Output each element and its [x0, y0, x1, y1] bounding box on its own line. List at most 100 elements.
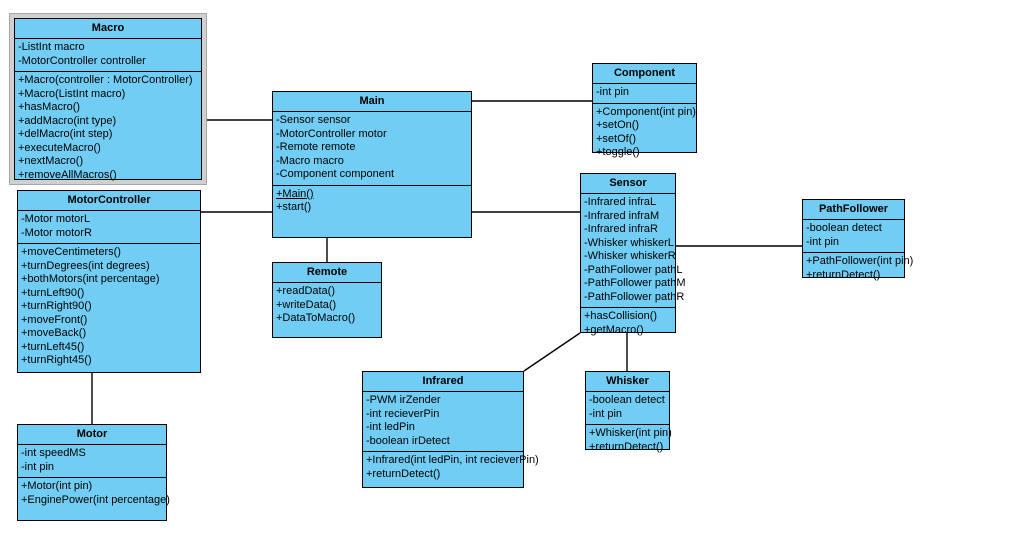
attribute-line: -boolean irDetect: [366, 434, 450, 447]
methods-section-pathfollower: +PathFollower(int pin)+returnDetect(): [803, 253, 914, 285]
method-line: +addMacro(int type): [18, 114, 117, 127]
method-line: +turnRight90(): [21, 300, 92, 312]
attribute-line: -Remote remote: [276, 141, 356, 153]
class-name-macro: Macro: [15, 19, 201, 39]
method-line: +toggle(): [596, 146, 640, 158]
methods-section-component: +Component(int pin)+setOn()+setOf()+togg…: [593, 104, 696, 163]
method-line: +Main(): [276, 187, 314, 200]
method-line: +readData(): [276, 285, 336, 297]
attribute-line: -PathFollower pathM: [584, 277, 686, 289]
attribute-line: -Whisker whiskerL: [584, 236, 674, 249]
method-line: +setOn(): [596, 119, 640, 131]
method-line: +Component(int pin): [596, 105, 696, 118]
methods-section-main: +Main()+start(): [273, 186, 471, 218]
class-box-infrared[interactable]: Infrared-PWM irZender-int recieverPin-in…: [362, 371, 539, 488]
attribute-line: -Whisker whiskerR: [584, 250, 676, 262]
attribute-line: -Component component: [276, 168, 395, 180]
attribute-line: -int pin: [589, 407, 623, 420]
method-line: +hasMacro(): [18, 101, 81, 113]
attributes-section-motorcontroller: -Motor motorL-Motor motorR: [18, 211, 200, 244]
method-line: +nextMacro(): [18, 155, 84, 167]
method-line: +Macro(ListInt macro): [18, 87, 126, 100]
attributes-section-pathfollower: -boolean detect-int pin: [803, 220, 904, 253]
methods-section-motor: +Motor(int pin)+EnginePower(int percenta…: [18, 478, 170, 510]
attributes-section-sensor: -Infrared infraL-Infrared infraM-Infrare…: [581, 194, 686, 308]
class-box-pathfollower[interactable]: PathFollower-boolean detect-int pin +Path…: [802, 199, 913, 281]
methods-section-remote: +readData()+writeData()+DataToMacro(): [273, 283, 381, 329]
attributes-section-infrared: -PWM irZender-int recieverPin-int ledPin…: [363, 392, 523, 452]
method-line: +delMacro(int step): [18, 128, 113, 140]
class-box-component[interactable]: Component-int pin+Component(int pin)+set…: [592, 63, 697, 158]
method-line: +turnLeft90(): [21, 286, 85, 299]
method-line: +turnRight45(): [21, 354, 92, 366]
class-box-sensor[interactable]: Sensor-Infrared infraL-Infrared infraM-I…: [580, 173, 686, 336]
class-box-main[interactable]: Main-Sensor sensor-MotorController motor…: [272, 91, 472, 238]
method-line: +moveBack(): [21, 327, 87, 339]
methods-section-macro: +Macro(controller : MotorController)+Mac…: [15, 72, 201, 185]
attribute-line: -boolean detect: [806, 222, 882, 234]
class-box-motorcontroller[interactable]: MotorController-Motor motorL-Motor motor…: [17, 190, 201, 373]
method-line: +Whisker(int pin): [589, 427, 672, 439]
attributes-section-motor: -int speedMS-int pin: [18, 445, 166, 478]
class-name-sensor: Sensor: [581, 174, 675, 194]
class-name-remote: Remote: [273, 263, 381, 283]
attribute-line: -PWM irZender: [366, 394, 441, 406]
attribute-line: -boolean detect: [589, 394, 665, 406]
method-line: +Infrared(int ledPin, int recieverPin): [366, 454, 539, 466]
attributes-section-main: -Sensor sensor-MotorController motor-Rem…: [273, 112, 471, 186]
class-name-whisker: Whisker: [586, 372, 669, 392]
methods-section-infrared: +Infrared(int ledPin, int recieverPin)+r…: [363, 452, 539, 484]
class-name-main: Main: [273, 92, 471, 112]
method-line: +getMacro(): [584, 323, 644, 336]
method-line: +bothMotors(int percentage): [21, 273, 160, 285]
methods-section-whisker: +Whisker(int pin)+returnDetect(): [586, 425, 672, 457]
attribute-line: -ListInt macro: [18, 41, 85, 53]
class-name-infrared: Infrared: [363, 372, 523, 392]
attribute-line: -int recieverPin: [366, 407, 440, 420]
method-line: +DataToMacro(): [276, 312, 356, 324]
attribute-line: -PathFollower pathR: [584, 290, 685, 303]
attribute-line: -int speedMS: [21, 447, 86, 459]
method-line: +PathFollower(int pin): [806, 255, 914, 267]
method-line: +hasCollision(): [584, 310, 658, 322]
class-box-remote[interactable]: Remote+readData()+writeData()+DataToMacr…: [272, 262, 382, 338]
attribute-line: -Macro macro: [276, 154, 344, 167]
method-line: +EnginePower(int percentage): [21, 493, 170, 506]
method-line: +turnDegrees(int degrees): [21, 259, 150, 272]
class-name-motorcontroller: MotorController: [18, 191, 200, 211]
attribute-line: -int pin: [21, 460, 55, 473]
methods-section-motorcontroller: +moveCentimeters()+turnDegrees(int degre…: [18, 244, 200, 371]
attribute-line: -PathFollower pathL: [584, 263, 683, 276]
attribute-line: -MotorController motor: [276, 127, 387, 140]
method-line: +executeMacro(): [18, 141, 101, 154]
method-line: +moveFront(): [21, 313, 88, 326]
class-box-motor[interactable]: Motor-int speedMS-int pin+Motor(int pin)…: [17, 424, 170, 521]
attribute-line: -Infrared infraL: [584, 196, 657, 208]
method-line: +returnDetect(): [589, 440, 664, 453]
method-line: +moveCentimeters(): [21, 246, 121, 258]
attribute-line: -Infrared infraM: [584, 209, 660, 222]
class-box-macro[interactable]: Macro-ListInt macro-MotorController cont…: [14, 18, 202, 181]
class-name-pathfollower: PathFollower: [803, 200, 904, 220]
attributes-section-macro: -ListInt macro-MotorController controlle…: [15, 39, 201, 72]
attribute-line: -int pin: [596, 86, 630, 98]
class-name-component: Component: [593, 64, 696, 84]
attribute-line: -MotorController controller: [18, 54, 146, 67]
edge-sensor-to-infrared[interactable]: [523, 332, 581, 372]
method-line: +setOf(): [596, 132, 637, 145]
method-line: +removeAllMacros(): [18, 168, 117, 181]
attribute-line: -Sensor sensor: [276, 114, 351, 126]
method-line: +Motor(int pin): [21, 480, 93, 492]
class-name-motor: Motor: [18, 425, 166, 445]
class-box-whisker[interactable]: Whisker -boolean detect-int pin +Whisker(i…: [585, 371, 672, 453]
method-line: +start(): [276, 201, 312, 213]
attribute-line: -Motor motorR: [21, 226, 92, 239]
attribute-line: -Infrared infraR: [584, 223, 658, 235]
method-line: +Macro(controller : MotorController): [18, 74, 193, 86]
method-line: +returnDetect(): [366, 467, 441, 480]
method-line: +returnDetect(): [806, 268, 881, 281]
attributes-section-component: -int pin: [593, 84, 696, 104]
method-line: +turnLeft45(): [21, 340, 85, 353]
